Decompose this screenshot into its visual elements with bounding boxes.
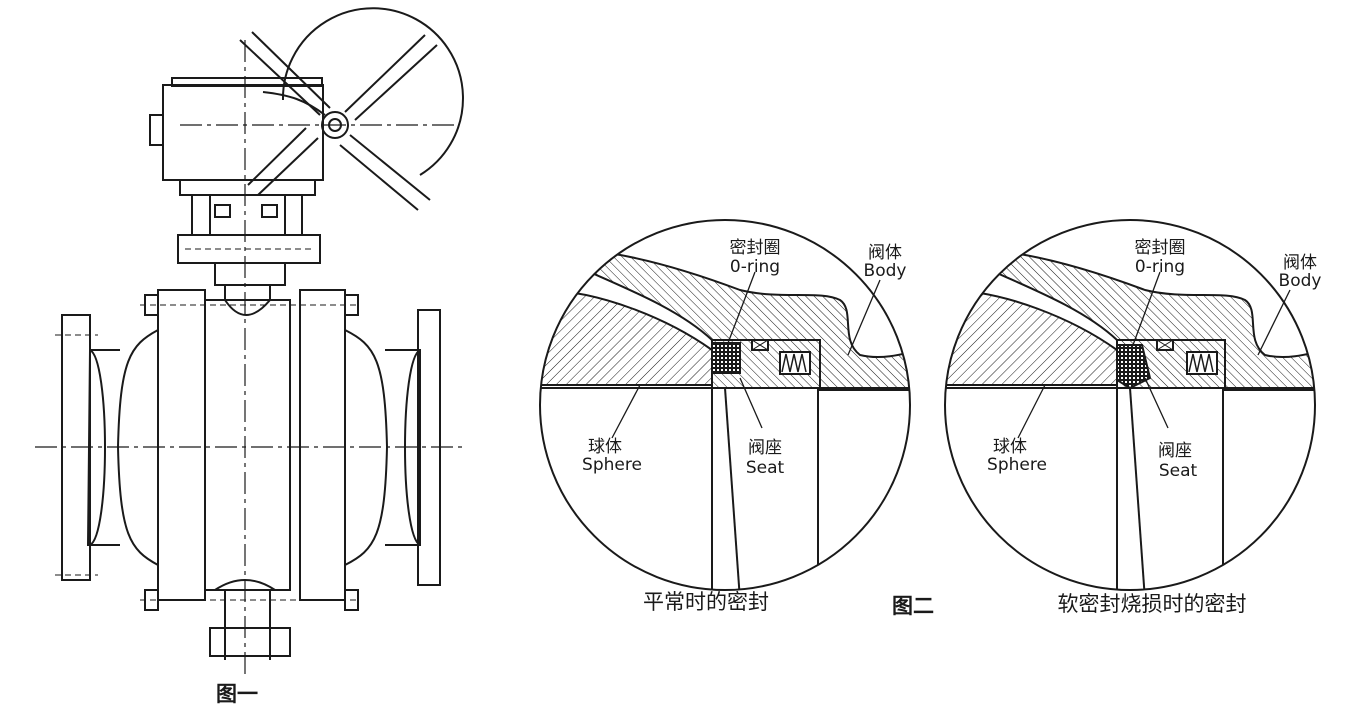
body-region [989,248,1315,391]
seal-detail-burned: 密封圈 0-ring 阀体 Body 球体 Sphere 阀座 Seat [944,219,1322,591]
label-sphere-cn: 球体 [588,437,622,457]
label-oring-cn: 密封圈 [730,238,781,258]
label-body-cn: 阀体 [868,243,902,263]
figure2-caption: 图二 [892,594,934,618]
label-seat-en: Seat [1159,461,1198,481]
figure1-caption: 图一 [216,682,258,706]
label-body-en: Body [1279,271,1322,291]
label-seat-cn: 阀座 [748,438,782,458]
label-sphere-en: Sphere [987,455,1047,475]
label-sphere-cn: 球体 [993,437,1027,457]
label-oring-en: 0-ring [730,257,780,277]
label-body-en: Body [864,261,907,281]
label-oring-cn: 密封圈 [1135,238,1186,258]
body-region [584,248,910,391]
oring-shape [711,342,741,374]
label-body-cn: 阀体 [1283,253,1317,273]
label-seat-en: Seat [746,458,785,478]
left-detail-caption: 平常时的密封 [643,590,769,614]
ball-valve-drawing [35,7,465,675]
label-seat-cn: 阀座 [1158,441,1192,461]
label-oring-en: 0-ring [1135,257,1185,277]
label-sphere-en: Sphere [582,455,642,475]
seal-detail-normal: 密封圈 0-ring 阀体 Body 球体 Sphere 阀座 Seat [539,219,911,591]
right-detail-caption: 软密封烧损时的密封 [1058,592,1247,616]
oring-shape [1116,344,1152,390]
